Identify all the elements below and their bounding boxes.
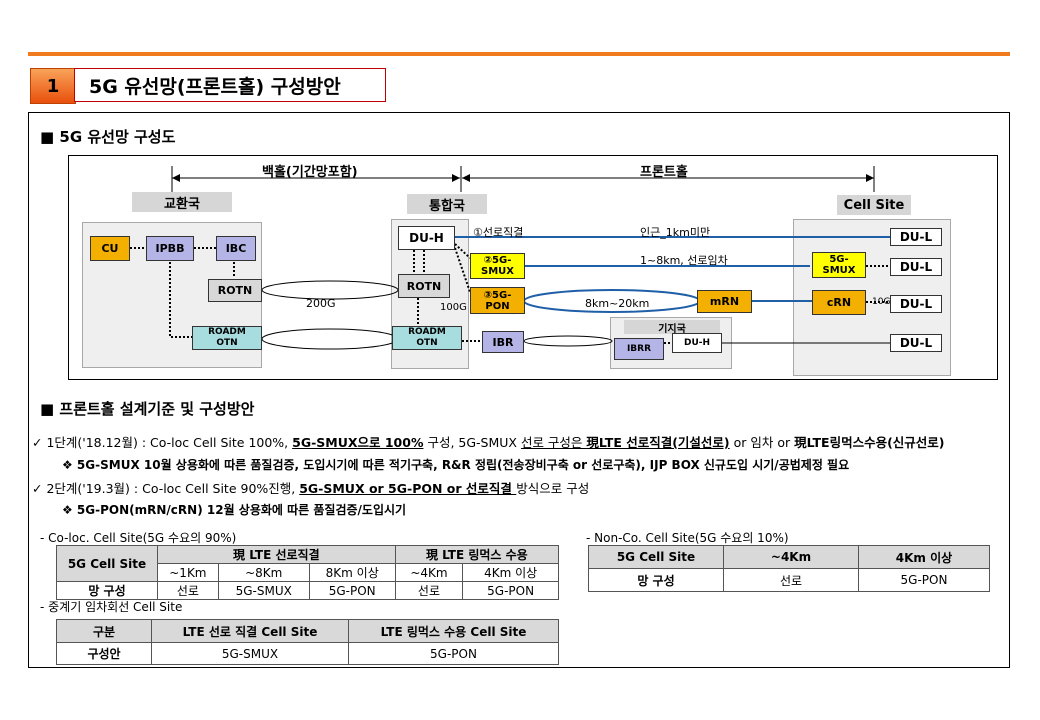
t3-h2: LTE 링먹스 수용 Cell Site	[348, 619, 559, 643]
table-coloc: 5G Cell Site 現 LTE 선로직결 現 LTE 링먹스 수용 ~1K…	[56, 545, 560, 600]
mrn-node: mRN	[697, 290, 752, 313]
t1-val-3: 선로	[394, 581, 464, 600]
roadm-left-line2: OTN	[216, 338, 238, 348]
t2-val-1: 5G-PON	[858, 568, 990, 592]
criteria-line-3: ✓ 2단계('19.3월) : Co-loc Cell Site 90%진행, …	[32, 478, 589, 497]
table2-caption: - Non-Co. Cell Site(5G 수요의 10%)	[586, 531, 789, 545]
pon-mid-node: ③5G- PON	[470, 287, 525, 314]
segment-arrows	[171, 166, 875, 192]
cu-node: CU	[90, 236, 130, 261]
smux-cell-line1: 5G-	[829, 254, 849, 265]
t2-h0: 5G Cell Site	[588, 545, 724, 569]
network-diagram	[68, 155, 998, 380]
rotn-left-node: ROTN	[208, 279, 262, 302]
smux-cell-line2: SMUX	[822, 265, 856, 276]
table-relay: 구분 LTE 선로 직결 Cell Site LTE 링먹스 수용 Cell S…	[56, 619, 559, 665]
ibr-node: IBR	[482, 331, 524, 353]
line1-f: or 임차 or	[729, 435, 795, 450]
t2-h2: 4Km 이상	[858, 545, 990, 569]
ibrr-node: IBRR	[614, 338, 664, 360]
line1-d: 선로 구성은	[520, 435, 587, 450]
t1-sub-2: 8Km 이상	[308, 563, 396, 582]
link-pon-range-label: 8km~20km	[585, 297, 650, 310]
roadm-otn-left-node: ROADM OTN	[192, 326, 262, 350]
pon-mid-line1: ③5G-	[483, 289, 512, 301]
line1-g: 現LTE링먹스수용(신규선로)	[794, 435, 945, 450]
t1-group2: 現 LTE 링먹스 수용	[394, 545, 560, 564]
smux-mid-line2: SMUX	[481, 266, 514, 277]
duh-node: DU-H	[398, 226, 455, 250]
line1-a: 1단계('18.12월) : Co-loc Cell Site 100%,	[42, 435, 293, 450]
t1-sub-1: ~8Km	[217, 563, 310, 582]
link-lease-label: 1~8km, 선로임차	[640, 254, 728, 267]
crn-node: cRN	[812, 290, 866, 315]
ipbb-node: IPBB	[146, 236, 194, 261]
t1-sub-0: ~1Km	[157, 563, 219, 582]
ibc-node: IBC	[216, 236, 256, 261]
smux-cell-node: 5G- SMUX	[812, 252, 866, 278]
smux-mid-node: ②5G- SMUX	[470, 253, 525, 279]
link-200g-label: 200G	[306, 297, 336, 310]
t1-sub-4: 4Km 이상	[462, 563, 559, 582]
line1-b: 5G-SMUX으로 100%	[292, 435, 424, 450]
pon-mid-line2: PON	[485, 300, 510, 312]
exchange-label: 교환국	[132, 192, 232, 212]
dul-node-4: DU-L	[890, 334, 942, 352]
roadm-left-line1: ROADM	[208, 327, 246, 337]
dul-node-2: DU-L	[890, 258, 942, 276]
t1-row-head: 5G Cell Site	[56, 545, 158, 582]
line1-c: 구성, 5G-SMUX	[423, 435, 521, 450]
table1-caption: - Co-loc. Cell Site(5G 수요의 90%)	[40, 531, 237, 545]
t1-val-1: 5G-SMUX	[217, 581, 310, 600]
roadm-mid-line2: OTN	[416, 338, 438, 348]
link-near-label: 인근_1km미만	[640, 226, 711, 239]
roadm-mid-line1: ROADM	[408, 327, 446, 337]
dul-node-1: DU-L	[890, 228, 942, 246]
smux-mid-line1: ②5G-	[483, 255, 512, 266]
integrated-label: 통합국	[407, 194, 487, 214]
t1-val-2: 5G-PON	[308, 581, 396, 600]
rotn-mid-node: ROTN	[398, 274, 450, 298]
backhaul-label: 백홀(기간망포함)	[262, 165, 358, 180]
dul-node-3: DU-L	[890, 295, 942, 313]
t3-val-1: 5G-PON	[348, 642, 559, 665]
criteria-line-4: ❖ 5G-PON(mRN/cRN) 12월 상용화에 따른 품질검증/도입시기	[62, 503, 407, 517]
basestation-label: 기지국	[624, 320, 720, 335]
t3-h0: 구분	[56, 619, 152, 643]
content-box	[28, 112, 1010, 668]
roadm-otn-mid-node: ROADM OTN	[392, 326, 462, 350]
criteria-line-2: ❖ 5G-SMUX 10월 상용화에 따른 품질검증, 도입시기에 따른 적기구…	[62, 458, 850, 472]
link-10g-label: 10G	[872, 297, 891, 307]
t1-val-4: 5G-PON	[462, 581, 559, 600]
t2-row-label: 망 구성	[588, 568, 724, 592]
t2-val-0: 선로	[723, 568, 859, 592]
duh-basestation-node: DU-H	[672, 333, 722, 353]
fronthaul-label: 프론트홀	[640, 165, 688, 180]
t1-val-0: 선로	[157, 581, 219, 600]
t1-group1: 現 LTE 선로직결	[157, 545, 396, 564]
section2-title: ■ 프론트홀 설계기준 및 구성방안	[40, 400, 255, 418]
section-number-badge: 1	[30, 68, 76, 104]
line3-c: 방식으로 구성	[516, 481, 590, 496]
check-icon: ✓	[32, 435, 43, 450]
check-icon-2: ✓	[32, 481, 43, 496]
link-100g-label: 100G	[440, 302, 467, 313]
header-rule	[28, 52, 1010, 56]
cellsite-label: Cell Site	[837, 195, 911, 215]
t3-val-0: 5G-SMUX	[151, 642, 349, 665]
table-nonco: 5G Cell Site ~4Km 4Km 이상 망 구성 선로 5G-PON	[588, 545, 990, 592]
section1-title: ■ 5G 유선망 구성도	[40, 128, 176, 146]
link-direct-label: ①선로직결	[473, 226, 524, 239]
line3-b: 5G-SMUX or 5G-PON or 선로직결	[299, 481, 517, 496]
page-title: 5G 유선망(프론트홀) 구성방안	[74, 68, 386, 102]
line1-e: 現LTE 선로직결(기설선로)	[586, 435, 730, 450]
t2-h1: ~4Km	[723, 545, 859, 569]
criteria-line-1: ✓ 1단계('18.12월) : Co-loc Cell Site 100%, …	[32, 432, 945, 451]
t1-row-label: 망 구성	[56, 581, 158, 600]
t3-h1: LTE 선로 직결 Cell Site	[151, 619, 349, 643]
line3-a: 2단계('19.3월) : Co-loc Cell Site 90%진행,	[42, 481, 300, 496]
t3-row-label: 구성안	[56, 642, 152, 665]
t1-sub-3: ~4Km	[394, 563, 464, 582]
table3-caption: - 중계기 임차회선 Cell Site	[40, 600, 183, 614]
